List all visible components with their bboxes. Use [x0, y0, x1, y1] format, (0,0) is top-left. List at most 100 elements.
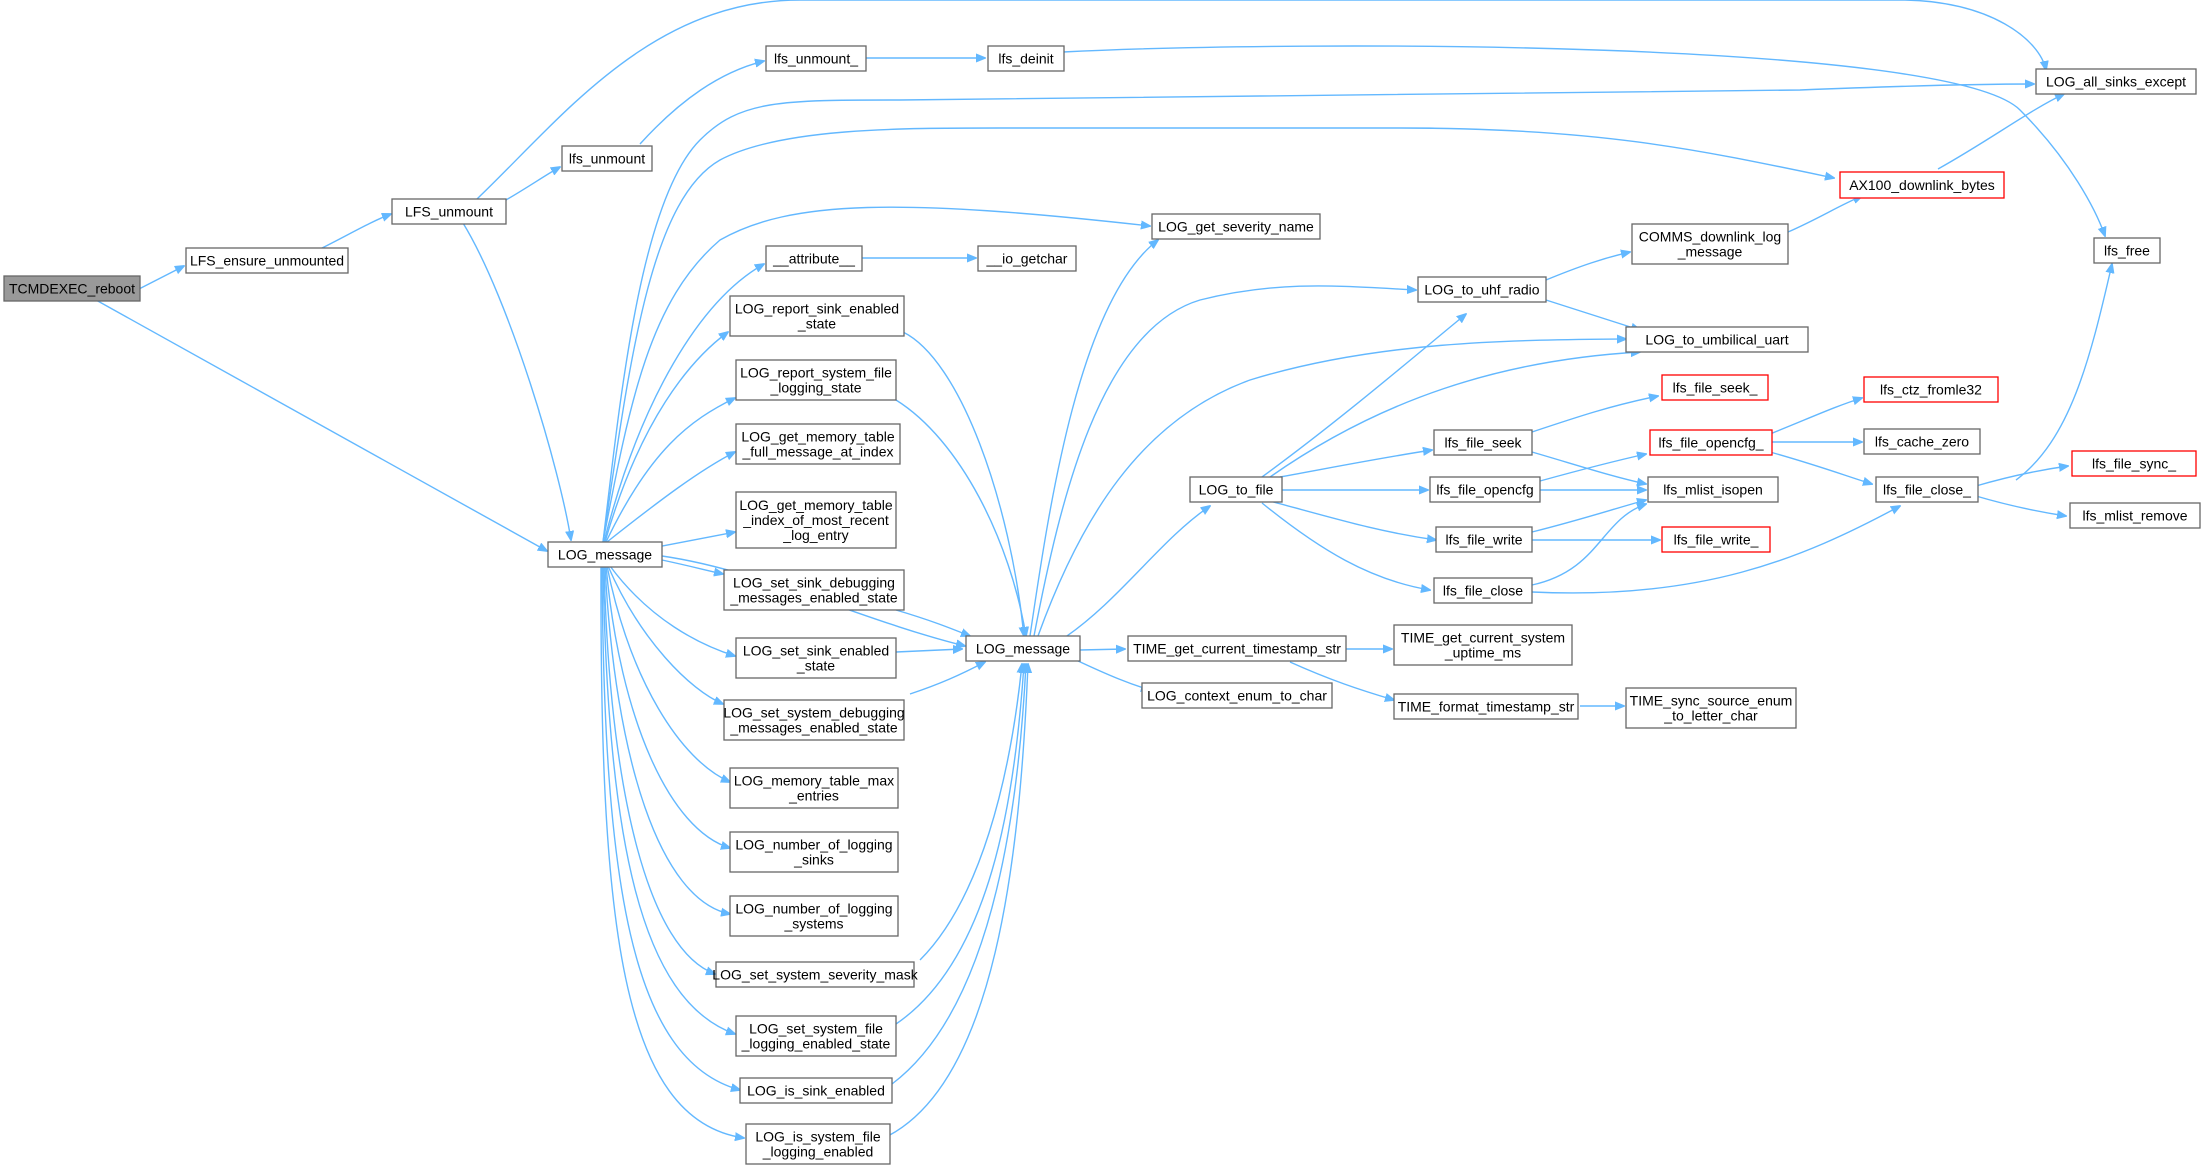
node-set-sys-dbg[interactable]: LOG_set_system_debugging_messages_enable…: [723, 699, 905, 741]
node-tcm[interactable]: TCMDEXEC_reboot: [3, 275, 141, 302]
edge-close-to-close_: [1531, 506, 1900, 594]
edge-to-file-to-umb: [1269, 352, 1640, 478]
node-mem-max[interactable]: LOG_memory_table_max_entries: [729, 767, 899, 809]
node-set-sys-file[interactable]: LOG_set_system_file_logging_enabled_stat…: [735, 1015, 897, 1057]
edge-to-file-to-close: [1261, 502, 1430, 590]
node-label: lfs_file_sync_: [2092, 456, 2176, 472]
node-box: [1429, 476, 1541, 503]
edge-uhf-to-umb: [1545, 299, 1640, 330]
node-box: [729, 295, 905, 337]
node-fmt-ts[interactable]: TIME_format_timestamp_str: [1393, 693, 1579, 720]
edge-logmsg1-to-num-sys: [604, 565, 730, 914]
node-ax100[interactable]: AX100_downlink_bytes: [1839, 171, 2005, 199]
node-comms[interactable]: COMMS_downlink_log_message: [1631, 223, 1789, 265]
node-io[interactable]: __io_getchar: [977, 245, 1077, 272]
node-lfs-ensure[interactable]: LFS_ensure_unmounted: [185, 247, 349, 274]
node-box: [2069, 502, 2201, 529]
node-seek-[interactable]: lfs_file_seek_: [1661, 374, 1769, 401]
edge-logmsg2-to-sevname: [1029, 240, 1158, 637]
node-label: LOG_set_system_file: [749, 1021, 883, 1037]
edge-opencfg-to-opencfg_: [1539, 454, 1646, 482]
node-write-[interactable]: lfs_file_write_: [1661, 526, 1771, 553]
node-seek[interactable]: lfs_file_seek: [1433, 429, 1533, 456]
node-set-sink-dbg[interactable]: LOG_set_sink_debugging_messages_enabled_…: [723, 569, 905, 611]
edge-seek-to-seek_: [1531, 396, 1658, 433]
node-label: lfs_mlist_isopen: [1663, 482, 1763, 498]
node-umb[interactable]: LOG_to_umbilical_uart: [1625, 326, 1809, 353]
node-label: _messages_enabled_state: [729, 720, 898, 736]
edge-rep-sink-to-logmsg2: [902, 331, 1024, 636]
node-to-uhf[interactable]: LOG_to_uhf_radio: [1417, 276, 1547, 303]
node-label: COMMS_downlink_log: [1639, 229, 1781, 245]
node-cache[interactable]: lfs_cache_zero: [1863, 428, 1981, 455]
node-lfs-unmount-[interactable]: lfs_unmount_: [765, 45, 867, 72]
node-lfs-unmount[interactable]: lfs_unmount: [561, 145, 653, 172]
node-label: lfs_mlist_remove: [2082, 508, 2187, 524]
node-lfs-free[interactable]: lfs_free: [2093, 237, 2161, 264]
node-is-sys-file[interactable]: LOG_is_system_file_logging_enabled: [745, 1123, 891, 1165]
node-label: LOG_report_system_file: [740, 365, 892, 381]
node-sync-[interactable]: lfs_file_sync_: [2071, 450, 2197, 477]
node-label: LOG_get_memory_table: [739, 497, 893, 513]
node-close-[interactable]: lfs_file_close_: [1875, 476, 1979, 503]
edge-to-file-to-uhf: [1261, 314, 1466, 478]
node-isopen[interactable]: lfs_mlist_isopen: [1647, 476, 1779, 503]
node-ts-str[interactable]: TIME_get_current_timestamp_str: [1127, 635, 1347, 662]
node-log-all[interactable]: LOG_all_sinks_except: [2035, 68, 2197, 95]
node-logmsg1[interactable]: LOG_message: [547, 541, 663, 568]
node-is-sink[interactable]: LOG_is_sink_enabled: [739, 1077, 893, 1104]
node-attr[interactable]: __attribute__: [765, 245, 863, 272]
node-box: [1151, 213, 1321, 240]
edge-lfs-unmount-to-lfs-unmount_: [639, 61, 764, 145]
node-rep-sys[interactable]: LOG_report_system_file_logging_state: [735, 359, 897, 401]
node-opencfg[interactable]: lfs_file_opencfg: [1429, 476, 1541, 503]
node-label: _messages_enabled_state: [729, 590, 898, 606]
edge-logmsg1-to-set-sink-en: [609, 565, 735, 656]
node-label: LOG_memory_table_max: [734, 773, 894, 789]
node-label: _state: [796, 658, 835, 674]
node-box: [1631, 223, 1789, 265]
node-set-sink-en[interactable]: LOG_set_sink_enabled_state: [735, 637, 897, 679]
node-sevname[interactable]: LOG_get_severity_name: [1151, 213, 1321, 240]
edge-LFS-unmount-to-logmsg1: [462, 222, 571, 540]
node-LFS-unmount[interactable]: LFS_unmount: [391, 198, 507, 225]
node-box: [765, 245, 863, 272]
edges: [95, 0, 2112, 1138]
edge-LFS-unmount-to-log-all: [476, 0, 2046, 200]
node-mem-idx[interactable]: LOG_get_memory_table_index_of_most_recen…: [735, 491, 897, 549]
node-mem-full[interactable]: LOG_get_memory_table_full_message_at_ind…: [735, 423, 901, 465]
node-num-sinks[interactable]: LOG_number_of_logging_sinks: [729, 831, 899, 873]
node-label: lfs_file_opencfg_: [1658, 435, 1763, 451]
node-remove[interactable]: lfs_mlist_remove: [2069, 502, 2201, 529]
node-box: [1433, 429, 1533, 456]
node-box: [1393, 693, 1579, 720]
node-ctz[interactable]: lfs_ctz_fromle32: [1863, 376, 1999, 403]
node-to-file[interactable]: LOG_to_file: [1189, 476, 1283, 503]
node-label: LOG_context_enum_to_char: [1147, 688, 1327, 704]
node-opencfg-[interactable]: lfs_file_opencfg_: [1649, 429, 1773, 456]
node-box: [735, 637, 897, 679]
node-sync-src[interactable]: TIME_sync_source_enum_to_letter_char: [1625, 687, 1797, 729]
node-close[interactable]: lfs_file_close: [1433, 577, 1533, 604]
node-label: LFS_unmount: [405, 204, 493, 220]
node-write[interactable]: lfs_file_write: [1435, 526, 1533, 553]
node-label: _entries: [788, 788, 839, 804]
node-label: lfs_file_write_: [1674, 532, 1759, 548]
node-label: lfs_file_close_: [1883, 482, 1971, 498]
node-label: _to_letter_char: [1663, 708, 1758, 724]
node-lfs-deinit[interactable]: lfs_deinit: [987, 45, 1065, 72]
node-uptime[interactable]: TIME_get_current_system_uptime_ms: [1393, 624, 1573, 666]
node-label: _message: [1677, 244, 1743, 260]
node-label: lfs_file_write: [1445, 532, 1522, 548]
node-label: LOG_message: [976, 641, 1070, 657]
node-num-sys[interactable]: LOG_number_of_logging_systems: [729, 895, 899, 937]
edge-to-file-to-write: [1269, 500, 1436, 540]
node-logmsg2[interactable]: LOG_message: [965, 635, 1081, 662]
node-ctx[interactable]: LOG_context_enum_to_char: [1141, 682, 1333, 709]
node-box: [1839, 171, 2005, 199]
node-box: [729, 831, 899, 873]
node-label: LOG_get_memory_table: [741, 429, 895, 445]
node-box: [715, 961, 915, 988]
node-rep-sink[interactable]: LOG_report_sink_enabled_state: [729, 295, 905, 337]
node-sev-mask[interactable]: LOG_set_system_severity_mask: [712, 961, 919, 988]
